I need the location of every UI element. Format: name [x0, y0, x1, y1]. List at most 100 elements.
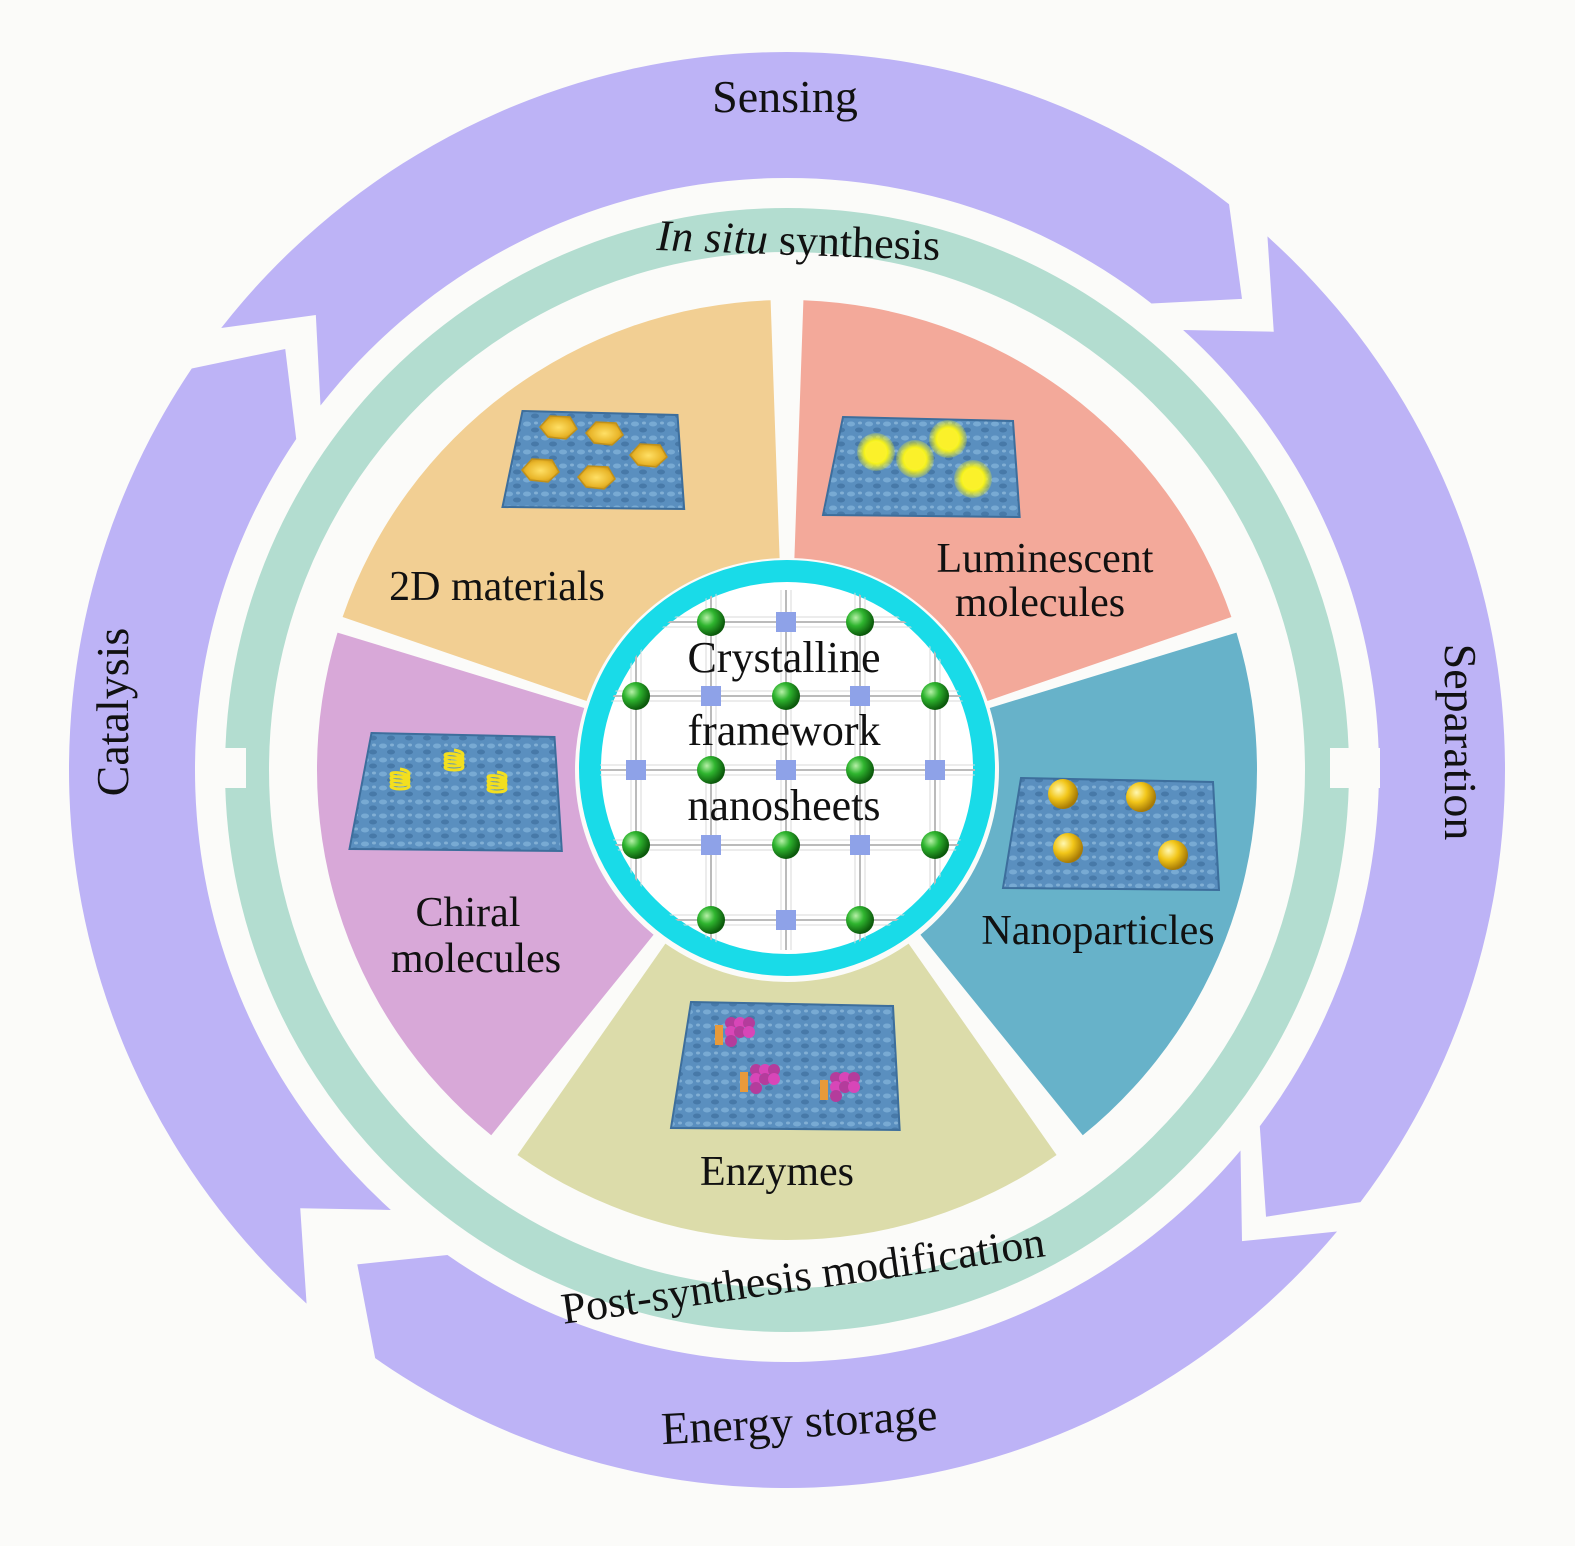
outer-label-catalysis: Catalysis — [87, 628, 138, 797]
outer-label-separation: Separation — [1435, 644, 1486, 841]
enzyme-helix-icon — [740, 1072, 748, 1092]
linker-node-icon — [925, 760, 945, 780]
segment-illustration — [669, 1000, 901, 1132]
flake-icon — [629, 443, 668, 468]
outer-arrow-2 — [1183, 236, 1505, 1217]
segment-label-chiral-line2: molecules — [391, 936, 561, 982]
segment-label-2d-materials: 2D materials — [389, 564, 605, 610]
flake-icon — [539, 415, 578, 440]
linker-node-icon — [701, 686, 721, 706]
enzyme-blob-icon — [759, 1064, 771, 1076]
metal-node-icon — [697, 756, 725, 784]
nanosheet-substrate — [1001, 776, 1221, 892]
metal-node-icon — [921, 682, 949, 710]
enzyme-blob-icon — [725, 1017, 737, 1029]
enzyme-blob-icon — [839, 1081, 851, 1093]
core-label-line3: nanosheets — [687, 781, 880, 830]
middle-ring — [225, 208, 1349, 1332]
segment-label-luminescent-line1: Luminescent — [937, 536, 1154, 582]
enzyme-helix-icon — [820, 1080, 828, 1100]
metal-node-icon — [846, 906, 874, 934]
enzyme-blob-icon — [848, 1072, 860, 1084]
linker-node-icon — [776, 760, 796, 780]
nanosheet-substrate — [669, 1000, 901, 1132]
ring-gap-right — [1330, 748, 1380, 788]
flake-icon — [521, 458, 560, 483]
metal-node-icon — [846, 756, 874, 784]
core-label-line1: Crystalline — [687, 633, 880, 682]
enzyme-blob-icon — [839, 1072, 851, 1084]
nanoparticle-icon — [1126, 782, 1156, 812]
nanosheet-substrate — [348, 731, 563, 853]
enzyme-blob-icon — [743, 1017, 755, 1029]
linker-node-icon — [701, 835, 721, 855]
helix-icon — [443, 748, 465, 772]
luminescent-core-icon — [938, 429, 958, 449]
segment-1 — [342, 300, 780, 701]
nanoparticle-icon — [1158, 840, 1188, 870]
segment-illustration — [501, 409, 686, 511]
enzyme-blob-icon — [759, 1073, 771, 1085]
metal-node-icon — [772, 682, 800, 710]
enzyme-blob-icon — [743, 1026, 755, 1038]
helix-icon — [486, 770, 508, 794]
flake-icon — [585, 421, 624, 446]
segment-illustration — [1001, 776, 1221, 892]
enzyme-blob-icon — [830, 1090, 842, 1102]
outer-application-ring — [68, 51, 1505, 1488]
enzyme-blob-icon — [768, 1064, 780, 1076]
segment-4 — [517, 943, 1057, 1240]
functionalization-segments — [317, 300, 1258, 1240]
segment-illustration — [821, 415, 1021, 519]
nanoparticle-icon — [1048, 779, 1078, 809]
metal-node-icon — [846, 608, 874, 636]
in-situ-synthesis-label: In situ synthesis — [655, 211, 941, 270]
segment-illustration — [348, 731, 563, 853]
linker-node-icon — [626, 760, 646, 780]
metal-node-icon — [697, 906, 725, 934]
segment-2 — [794, 300, 1232, 701]
enzyme-helix-icon — [715, 1025, 723, 1045]
outer-arrow-1 — [221, 51, 1243, 406]
segment-label-enzymes: Enzymes — [700, 1149, 854, 1195]
luminescent-core-icon — [963, 469, 983, 489]
ring-gap-left — [196, 748, 246, 788]
core — [579, 560, 995, 976]
enzyme-blob-icon — [734, 1026, 746, 1038]
metal-node-icon — [622, 682, 650, 710]
metal-node-icon — [921, 831, 949, 859]
segment-label-chiral-line1: Chiral — [416, 890, 521, 936]
in-situ-italic: In situ — [655, 211, 769, 264]
enzyme-blob-icon — [848, 1081, 860, 1093]
outer-label-sensing: Sensing — [712, 71, 858, 122]
segment-label-nanoparticles: Nanoparticles — [981, 908, 1214, 954]
helix-icon — [389, 767, 411, 791]
nanoparticle-icon — [1053, 833, 1083, 863]
enzyme-blob-icon — [750, 1082, 762, 1094]
flake-icon — [577, 465, 616, 490]
metal-node-icon — [772, 831, 800, 859]
enzyme-blob-icon — [830, 1081, 842, 1093]
segment-5 — [317, 632, 654, 1136]
enzyme-blob-icon — [768, 1073, 780, 1085]
linker-node-icon — [776, 612, 796, 632]
outer-arrow-3 — [357, 1150, 1338, 1488]
linker-node-icon — [776, 910, 796, 930]
linker-node-icon — [850, 686, 870, 706]
enzyme-blob-icon — [725, 1026, 737, 1038]
enzyme-blob-icon — [750, 1064, 762, 1076]
segment-3 — [920, 632, 1258, 1136]
enzyme-blob-icon — [734, 1017, 746, 1029]
core-label-line2: framework — [687, 706, 880, 755]
linker-node-icon — [850, 835, 870, 855]
segment-label-luminescent-line2: molecules — [955, 580, 1125, 626]
metal-node-icon — [697, 608, 725, 636]
luminescent-core-icon — [866, 442, 886, 462]
luminescent-core-icon — [905, 449, 925, 469]
synthesis-word: synthesis — [767, 215, 941, 270]
enzyme-blob-icon — [830, 1072, 842, 1084]
enzyme-blob-icon — [725, 1035, 737, 1047]
outer-arrow-4 — [68, 348, 391, 1304]
middle-ring-gaps — [196, 748, 1380, 788]
